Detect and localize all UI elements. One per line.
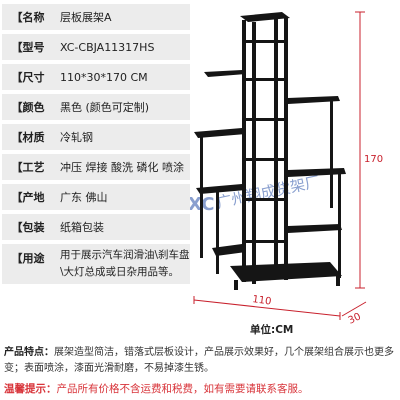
spec-label: 【工艺 <box>11 161 45 174</box>
spec-label: 【名称 <box>11 11 45 24</box>
spec-value: 纸箱包装 <box>60 221 104 234</box>
spec-label: 【尺寸 <box>11 71 45 84</box>
spec-value: 广东 佛山 <box>60 191 108 204</box>
spec-label: 【用途 <box>11 252 45 265</box>
spec-value: XC-CBJA11317HS <box>60 40 155 54</box>
spec-value: 冷轧钢 <box>60 131 93 144</box>
warm-tip: 温馨提示：产品所有价格不含运费和税费，如有需要请联系客服。 <box>4 381 396 396</box>
tip-text: 产品所有价格不含运费和税费，如有需要请联系客服。 <box>56 383 309 395</box>
shelf-frame <box>194 12 346 290</box>
spec-row-material: 【材质 冷轧钢 <box>2 124 190 150</box>
spec-row-name: 【名称 层板展架A <box>2 4 190 30</box>
product-features: 产品特点：展架造型简洁，错落式层板设计，产品展示效果好，几个展架组合展示也更多变… <box>4 345 396 377</box>
depth-dimension: 30 <box>347 311 363 326</box>
shelf-illustration: XC 广州翔成货架厂 <box>190 11 383 327</box>
spec-value: 110*30*170 CM <box>60 70 148 84</box>
spec-row-process: 【工艺 冲压 焊接 酸洗 磷化 喷涂 <box>2 154 190 180</box>
width-dimension: 110 <box>252 294 272 308</box>
spec-label: 【颜色 <box>11 101 45 114</box>
features-label: 产品特点： <box>4 347 54 358</box>
spec-row-size: 【尺寸 110*30*170 CM <box>2 64 190 90</box>
tip-label: 温馨提示： <box>4 383 57 395</box>
spec-label: 【产地 <box>11 191 45 204</box>
spec-label: 【包装 <box>11 221 45 234</box>
spec-row-usage: 【用途 用于展示汽车润滑油\刹车盘\大灯总成或日杂用品等。 <box>2 244 190 284</box>
dimension-lines <box>193 11 367 320</box>
spec-value: 层板展架A <box>60 11 112 24</box>
unit-note: 单位:CM <box>250 324 294 336</box>
height-dimension: 170 <box>364 154 383 165</box>
spec-value: 冲压 焊接 酸洗 磷化 喷涂 <box>60 161 184 174</box>
spec-row-origin: 【产地 广东 佛山 <box>2 184 190 210</box>
watermark-text: 广州翔成货架厂 <box>215 172 321 211</box>
spec-row-color: 【颜色 黑色 (颜色可定制) <box>2 94 190 120</box>
spec-label: 【材质 <box>11 131 45 144</box>
features-text: 展架造型简洁，错落式层板设计，产品展示效果好，几个展架组合展示也更多变；表面喷涂… <box>4 347 394 374</box>
spec-row-package: 【包装 纸箱包装 <box>2 214 190 240</box>
spec-value: 用于展示汽车润滑油\刹车盘\大灯总成或日杂用品等。 <box>60 249 190 278</box>
spec-value: 黑色 (颜色可定制) <box>60 101 150 114</box>
spec-label: 【型号 <box>11 41 45 54</box>
spec-row-model: 【型号 XC-CBJA11317HS <box>2 34 190 60</box>
